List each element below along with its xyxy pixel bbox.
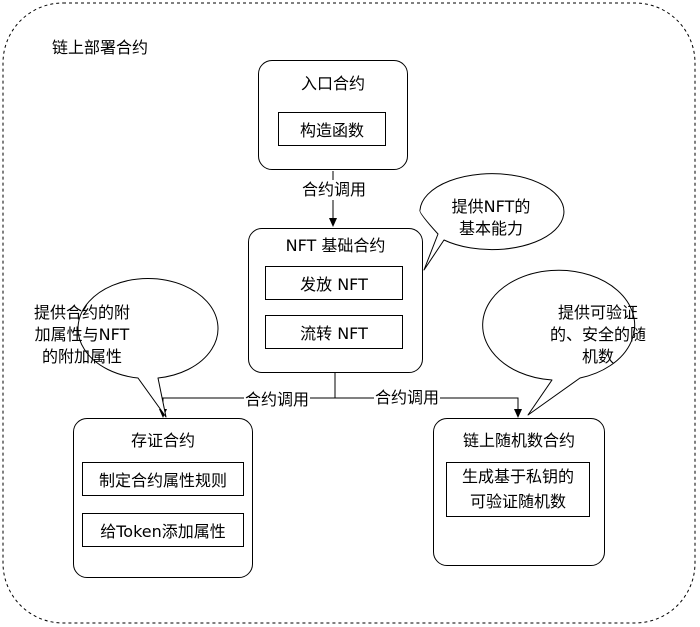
random-contract-title: 链上随机数合约 [462,431,575,450]
transfer-nft-box[interactable]: 流转 NFT [265,315,403,349]
add-token-attribute-box[interactable]: 给Token添加属性 [82,513,244,547]
edge-label-nft-to-storage: 合约调用 [244,390,311,410]
callout-text-random: 提供可验证 的、安全的随 机数 [549,303,646,366]
edge-label-entry-to-nft: 合约调用 [295,180,373,200]
storage-contract-title: 存证合约 [130,431,195,450]
region-title: 链上部署合约 [52,38,149,57]
edge-label-nft-to-random: 合约调用 [374,388,441,408]
constructor-box[interactable]: 构造函数 [278,112,386,146]
issue-nft-box[interactable]: 发放 NFT [265,266,403,300]
random-generation-line-2: 可验证随机数 [469,492,566,511]
callout-text-nft: 提供NFT的 基本能力 [451,197,531,238]
attribute-rule-box[interactable]: 制定合约属性规则 [82,462,244,496]
random-generation-box[interactable] [446,462,590,517]
random-generation-line-1: 生成基于私钥的 [461,467,574,486]
callout-bubble-storage [77,278,219,418]
entry-contract-title: 入口合约 [300,74,365,93]
callout-bubble-random [482,269,636,416]
storage-contract-box[interactable] [73,418,253,578]
callout-text-storage: 提供合约的附 加属性与NFT 的附加属性 [33,303,130,366]
nft-base-contract-title: NFT 基础合约 [285,236,386,255]
callout-bubble-nft [419,173,565,271]
